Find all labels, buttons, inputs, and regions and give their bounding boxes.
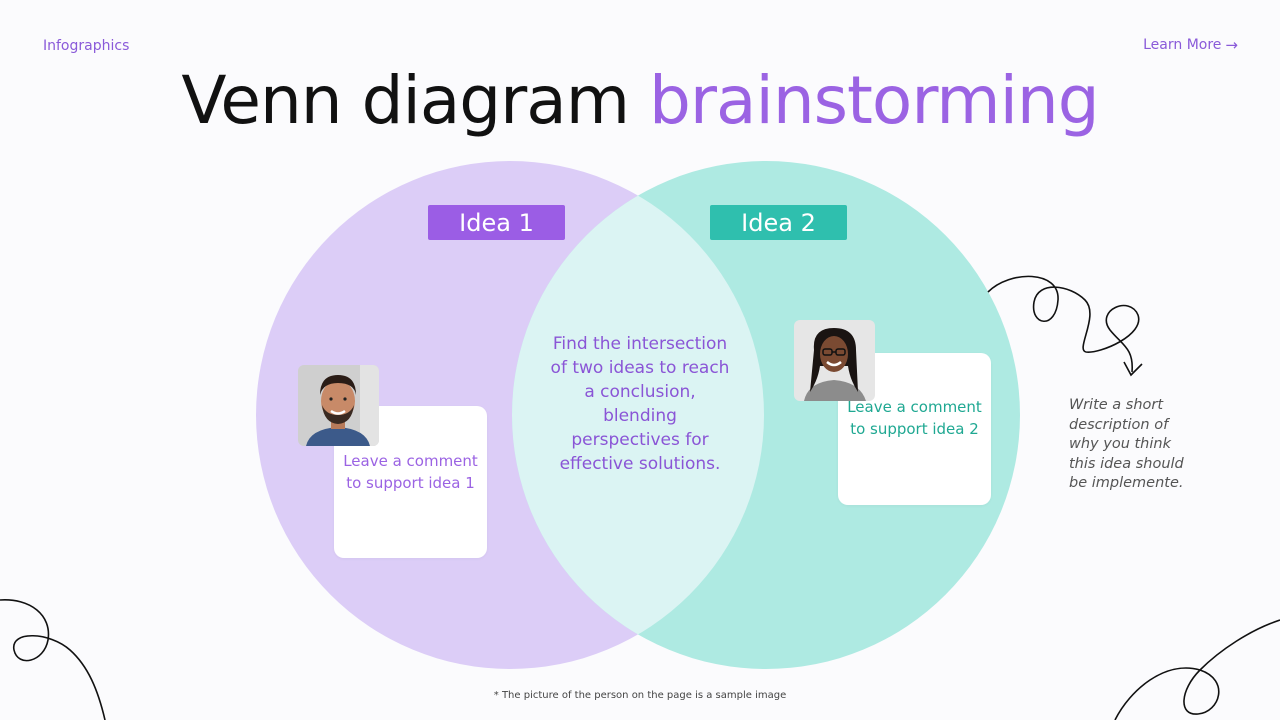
comment-text-idea-2: Leave a comment to support idea 2: [847, 398, 982, 438]
title-part-2: brainstorming: [649, 62, 1100, 139]
learn-more-label: Learn More: [1143, 37, 1222, 53]
side-note: Write a short description of why you thi…: [1069, 397, 1184, 491]
arrow-right-icon: →: [1225, 35, 1238, 54]
page-title: Venn diagram brainstorming: [0, 62, 1280, 139]
avatar-person-2: [794, 320, 875, 401]
learn-more-link[interactable]: Learn More →: [1143, 37, 1238, 53]
intersection-text: Find the intersection of two ideas to re…: [550, 334, 730, 474]
avatar-person-1: [298, 365, 379, 446]
idea-2-label: Idea 2: [710, 205, 847, 240]
footnote: * The picture of the person on the page …: [493, 690, 787, 701]
title-part-1: Venn diagram: [181, 62, 630, 139]
venn-intersection: [512, 161, 764, 669]
idea-1-label: Idea 1: [428, 205, 565, 240]
comment-card-idea-1[interactable]: Leave a comment to support idea 1: [334, 406, 487, 558]
comment-text-idea-1: Leave a comment to support idea 1: [343, 452, 478, 492]
section-label: Infographics: [43, 38, 130, 54]
